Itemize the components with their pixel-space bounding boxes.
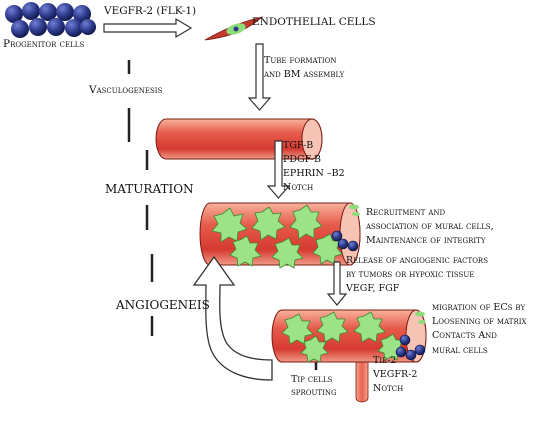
vasculogenesis-label: Vasculogenesis <box>89 84 163 96</box>
arrow-to-endothelial <box>103 17 193 39</box>
angiogeneis-label: ANGIOGENEIS <box>116 298 210 312</box>
sprouting-factor-3: Notch <box>373 383 404 394</box>
endothelial-cells-label: ENDOTHELIAL CELLS <box>252 16 376 28</box>
tube-formation-label: Tube formation <box>264 55 337 66</box>
maturation-label: MATURATION <box>105 182 194 196</box>
maturation-factor-2: PDGF-B <box>283 154 321 165</box>
arrow-down-2 <box>266 140 291 199</box>
vessel-mature-1 <box>199 202 361 269</box>
maturation-factor-4: Notch <box>283 182 314 193</box>
migration-line-2: Loosening of matrix <box>432 316 527 327</box>
sprouting-label: sprouting <box>291 387 337 398</box>
arrow-down-1 <box>247 43 272 111</box>
migration-line-1: migration of ECs by <box>432 302 526 313</box>
maturation-factor-3: EPHRIN –B2 <box>283 168 345 179</box>
release-line-1: Release of angiogenic factors <box>346 255 488 266</box>
endothelial-cell-icon <box>204 16 264 41</box>
migration-line-3: Contacts And <box>432 330 497 341</box>
recruitment-line-2: association of mural cells, <box>366 221 494 232</box>
vessel-plain <box>155 118 323 160</box>
release-line-3: VEGF, FGF <box>346 283 400 294</box>
migration-line-4: mural cells <box>432 345 488 356</box>
sprouting-factor-2: VEGFR-2 <box>373 369 418 380</box>
progenitor-cells-label: Progenitor cells <box>3 38 85 50</box>
vegfr2-label: VEGFR-2 (FLK-1) <box>104 5 197 17</box>
vessel-sprouting-2 <box>271 309 427 403</box>
recruitment-line-1: Recruitment and <box>366 207 446 218</box>
bm-assembly-label: and BM assembly <box>264 69 345 80</box>
maturation-factor-1: TGF-B <box>283 140 314 151</box>
left-timeline-dashes <box>127 60 318 370</box>
curved-return-arrow <box>192 255 273 381</box>
recruitment-line-3: Maintenance of integrity <box>366 235 486 246</box>
tip-cells-label: Tip cells <box>291 374 333 385</box>
sprouting-factor-1: Tie-2 <box>373 355 397 366</box>
arrow-down-3 <box>326 261 348 306</box>
progenitor-cells-cluster <box>5 2 96 38</box>
release-line-2: by tumors or hypoxic tissue <box>346 269 475 280</box>
